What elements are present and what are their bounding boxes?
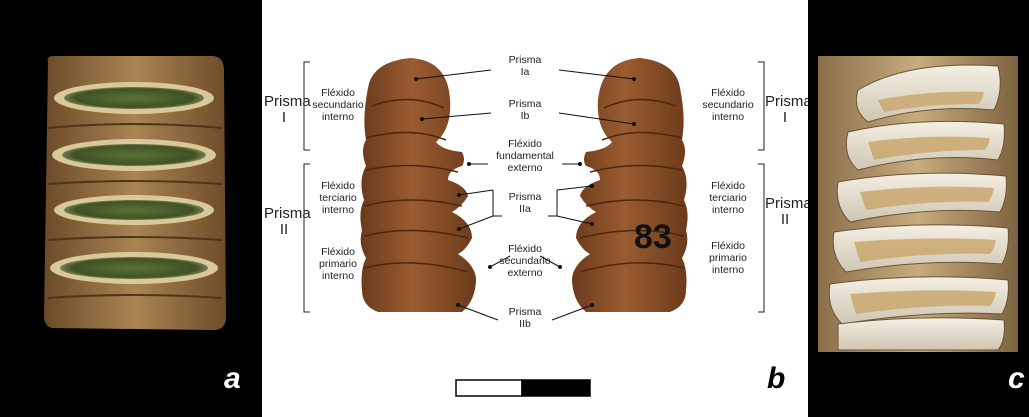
panel-letter-b: b <box>767 364 785 394</box>
right-tooth: 83 <box>572 58 688 312</box>
right-bracket-prisma-ii <box>758 164 764 312</box>
specimen-mark: 83 <box>634 218 672 256</box>
left-tooth <box>360 58 476 312</box>
panel-b-lateral-views: 83 <box>262 0 808 417</box>
dentine-lake-1 <box>64 87 204 109</box>
right-bracket-prisma-i <box>758 62 764 150</box>
dentine-lake-3 <box>64 200 204 220</box>
panel-c-in-situ-photo: c <box>808 0 1029 417</box>
panel-a-occlusal-photo: a <box>0 0 262 417</box>
left-tooth-body <box>360 58 476 312</box>
dentine-lake-4 <box>60 257 208 279</box>
scale-bar <box>456 380 590 396</box>
dentine-lake-2 <box>62 144 206 166</box>
panel-letter-a: a <box>224 364 241 394</box>
right-tooth-body <box>572 58 688 312</box>
panel-letter-c: c <box>1008 364 1025 394</box>
in-situ-teeth-illustration <box>808 0 1029 417</box>
occlusal-tooth-illustration <box>0 0 262 417</box>
